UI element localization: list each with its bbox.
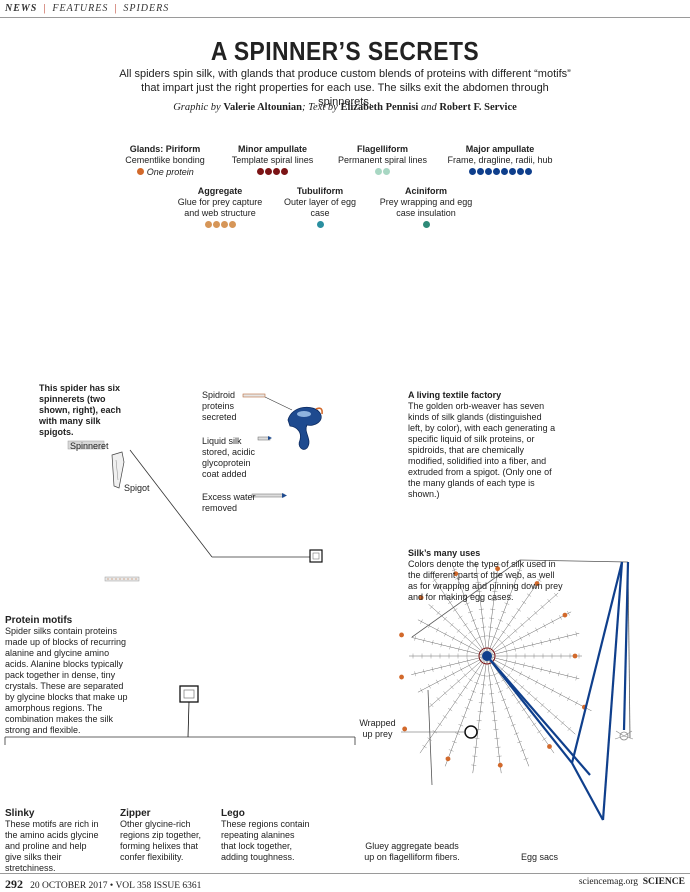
gland-step-3: Excess water removed xyxy=(202,492,256,513)
section-breadcrumb: NEWS|FEATURES|SPIDERS xyxy=(5,3,170,14)
nav-news[interactable]: NEWS xyxy=(5,3,38,14)
motif-slinky: Slinky These motifs are rich in the amin… xyxy=(5,808,99,873)
major-ampullate-gland-icon xyxy=(287,406,323,450)
spinneret-icon xyxy=(67,440,125,489)
credits-line: Graphic by Valerie Altounian; Text by El… xyxy=(173,102,517,113)
site-link[interactable]: sciencemag.org xyxy=(578,877,638,887)
motifs-heading: Protein motifs xyxy=(5,615,73,626)
egg-sacs-label: Egg sacs xyxy=(521,852,559,862)
factory-heading: A living textile factory xyxy=(408,390,502,400)
orb-web xyxy=(399,559,634,821)
issue-info: 20 OCTOBER 2017 • VOL 358 ISSUE 6361 xyxy=(30,881,202,891)
footer-right: sciencemag.org SCIENCE xyxy=(579,877,685,887)
motifs-body: Spider silks contain proteins made up of… xyxy=(5,626,128,735)
gland-step-2: Liquid silk stored, acidic glycoprotein … xyxy=(202,436,256,479)
spigot-label: Spigot xyxy=(124,483,150,493)
uses-body: Colors denote the type of silk used in t… xyxy=(408,559,563,602)
spinneret-label: Spinneret xyxy=(70,441,109,451)
journal-name: SCIENCE xyxy=(642,877,685,887)
gland-step-1: Spidroid proteins secreted xyxy=(202,390,237,422)
motifs-block: Protein motifs Spider silks contain prot… xyxy=(5,615,135,736)
nav-features[interactable]: FEATURES xyxy=(52,3,109,14)
spinneret-heading: This spider has six spinnerets (two show… xyxy=(39,383,122,437)
footer-divider xyxy=(0,873,690,874)
factory-block: A living textile factory The golden orb-… xyxy=(408,390,558,500)
factory-body: The golden orb-weaver has seven kinds of… xyxy=(408,401,556,499)
uses-heading: Silk’s many uses xyxy=(408,548,481,558)
small-box-icon xyxy=(309,549,323,563)
motif-icon xyxy=(179,685,199,738)
gland-pipe-icon xyxy=(242,393,266,398)
uses-block: Silk’s many uses Colors denote the type … xyxy=(408,548,563,603)
motif-zipper: Zipper Other glycine-rich regions zip to… xyxy=(120,808,202,862)
page-subtitle: All spiders spin silk, with glands that … xyxy=(119,68,571,108)
motif-lego: Lego These regions contain repeating ala… xyxy=(221,808,310,862)
spinneret-connector-line xyxy=(129,449,213,558)
gluey-label: Gluey aggregate beads up on flagelliform… xyxy=(364,841,460,862)
gland-tube-icon xyxy=(251,493,287,498)
footer-left: 292 20 OCTOBER 2017 • VOL 358 ISSUE 6361 xyxy=(5,877,201,892)
gland-tube-icon xyxy=(257,436,272,441)
wrapped-prey-label: Wrapped up prey xyxy=(359,718,396,739)
nav-spiders[interactable]: SPIDERS xyxy=(123,3,170,14)
gland-detail-icon xyxy=(104,576,140,582)
header-divider xyxy=(0,17,690,18)
page-number: 292 xyxy=(5,877,23,891)
page-title: A SPINNER’S SECRETS xyxy=(210,36,480,66)
